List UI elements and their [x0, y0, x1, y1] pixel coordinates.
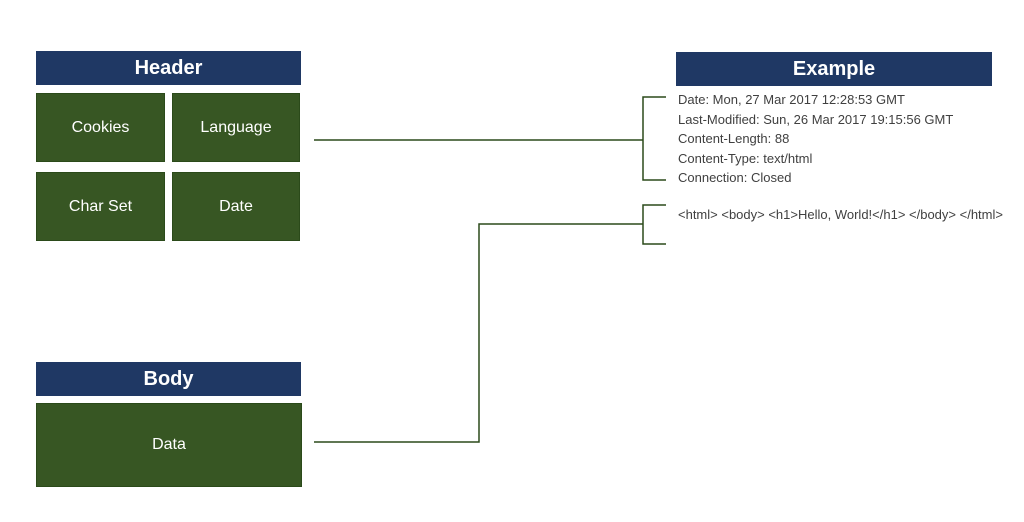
last-modified-line: Last-Modified: Sun, 26 Mar 2017 19:15:56…	[678, 111, 954, 127]
example-body-text: <html> <body> <h1>Hello, World!</h1> </b…	[678, 207, 1003, 222]
body-text-bracket	[642, 204, 666, 245]
date-line: Date: Mon, 27 Mar 2017 12:28:53 GMT	[678, 92, 905, 107]
content-length-line: Content-Length: 88	[678, 131, 790, 146]
example-header-lines: Date: Mon, 27 Mar 2017 12:28:53 GMT Last…	[678, 90, 953, 188]
header-lines-bracket	[642, 96, 666, 181]
content-type-line: Content-Type: text/html	[678, 150, 813, 166]
char-set-field: Char Set	[36, 172, 165, 241]
data-field: Data	[36, 403, 302, 487]
body-title: Body	[36, 362, 301, 396]
body-connector-line	[314, 223, 643, 443]
example-title: Example	[676, 52, 992, 86]
date-field: Date	[172, 172, 300, 241]
language-field: Language	[172, 93, 300, 162]
connection-line: Connection: Closed	[678, 170, 792, 185]
header-title: Header	[36, 51, 301, 85]
cookies-field: Cookies	[36, 93, 165, 162]
